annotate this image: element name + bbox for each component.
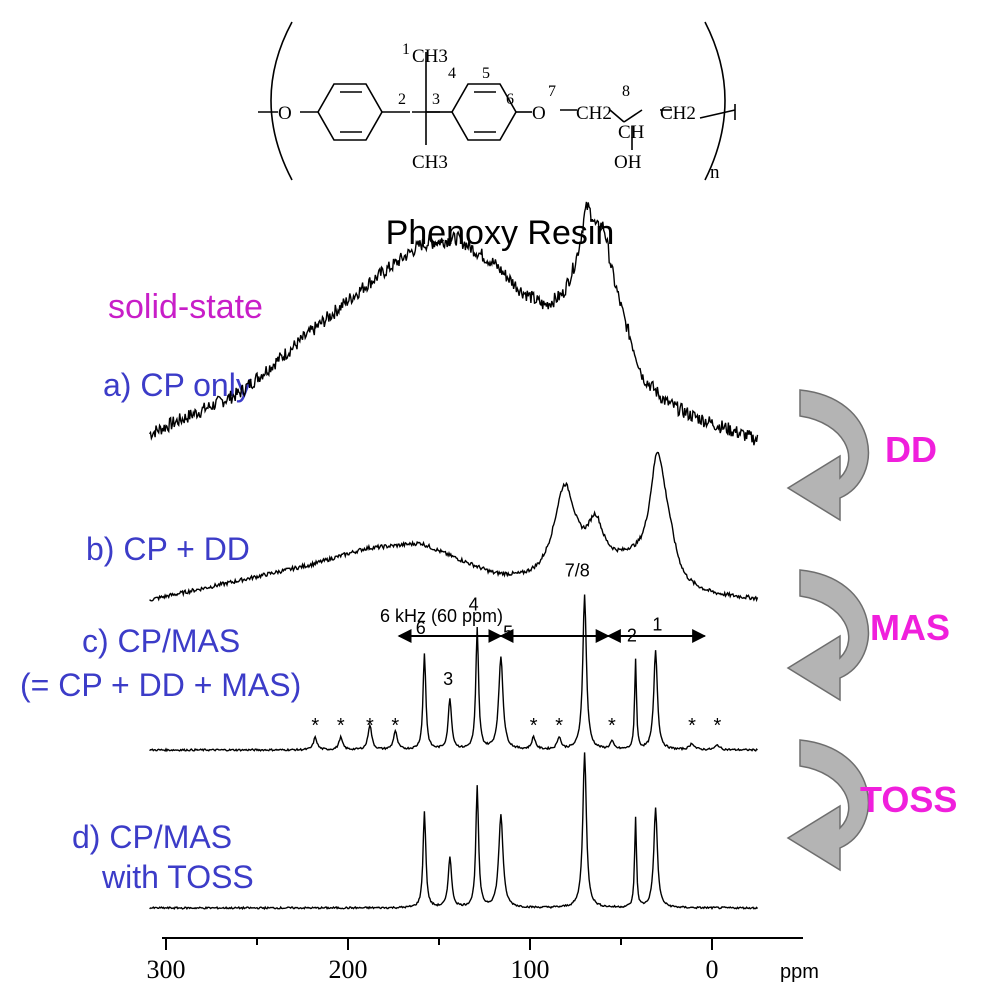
peak-label-6: 6 [416,618,426,638]
phenoxy-resin-structure [258,21,736,181]
x-tick-label: 0 [706,955,719,984]
step-arrows [786,389,870,872]
spectrum-b-trace [149,451,759,603]
x-axis-unit: ppm [780,961,819,983]
step-arrow-dd [786,389,870,522]
peak-label-7-8: 7/8 [565,560,590,580]
sideband-marker: * [530,715,538,737]
atom-ch3-bottom: CH3 [412,152,448,173]
left-parenthesis [270,21,293,181]
position-5: 5 [482,65,490,82]
sideband-marker: * [608,715,616,737]
sideband-marker: * [337,715,345,737]
atom-oh: OH [614,152,642,173]
mas-rate-label: 6 kHz (60 ppm) [380,606,503,626]
x-tick-label: 100 [511,955,550,984]
atom-ch2-a: CH2 [576,103,612,124]
peak-label-3: 3 [443,669,453,689]
atom-ch3-top: CH3 [412,46,448,67]
step-dd-label: DD [885,429,937,470]
spectrum-b-label: b) CP + DD [86,531,250,567]
spectra-traces [149,201,759,911]
sideband-marker: * [311,715,319,737]
x-tick-label: 300 [147,955,186,984]
position-6: 6 [506,91,514,108]
atom-ch: CH [618,122,645,143]
position-2: 2 [398,91,406,108]
sideband-marker: * [555,715,563,737]
step-mas-label: MAS [870,607,950,648]
atom-o-left: O [278,103,292,124]
sideband-marker: * [714,715,722,737]
position-3: 3 [432,91,440,108]
peak-label-1: 1 [652,615,662,635]
atom-ch2-b: CH2 [660,103,696,124]
position-4: 4 [448,65,456,82]
atom-o-right: O [532,103,546,124]
sideband-marker: * [391,715,399,737]
spectrum-c-label: c) CP/MAS(= CP + DD + MAS) [20,623,301,703]
ppm-axis: 300 200 100 0 [147,937,803,984]
spectrum-c-trace [149,594,758,753]
step-arrow-mas [786,569,870,702]
position-7: 7 [548,83,556,100]
position-8: 8 [622,83,630,100]
condition-label: solid-state [108,288,263,326]
spectrum-d-trace [149,752,759,911]
right-parenthesis [704,21,726,181]
sideband-marker: * [366,715,374,737]
step-arrow-toss [786,739,870,872]
repeat-unit-n: n [710,162,720,183]
sideband-marker: * [688,715,696,737]
position-1: 1 [402,41,410,58]
x-tick-label: 200 [329,955,368,984]
spinning-sidebands: * * * * * * * * * [311,715,721,737]
spectrum-a-trace [149,201,759,446]
peak-label-4: 4 [469,595,479,615]
step-toss-label: TOSS [860,779,957,820]
peak-label-5: 5 [503,622,513,642]
